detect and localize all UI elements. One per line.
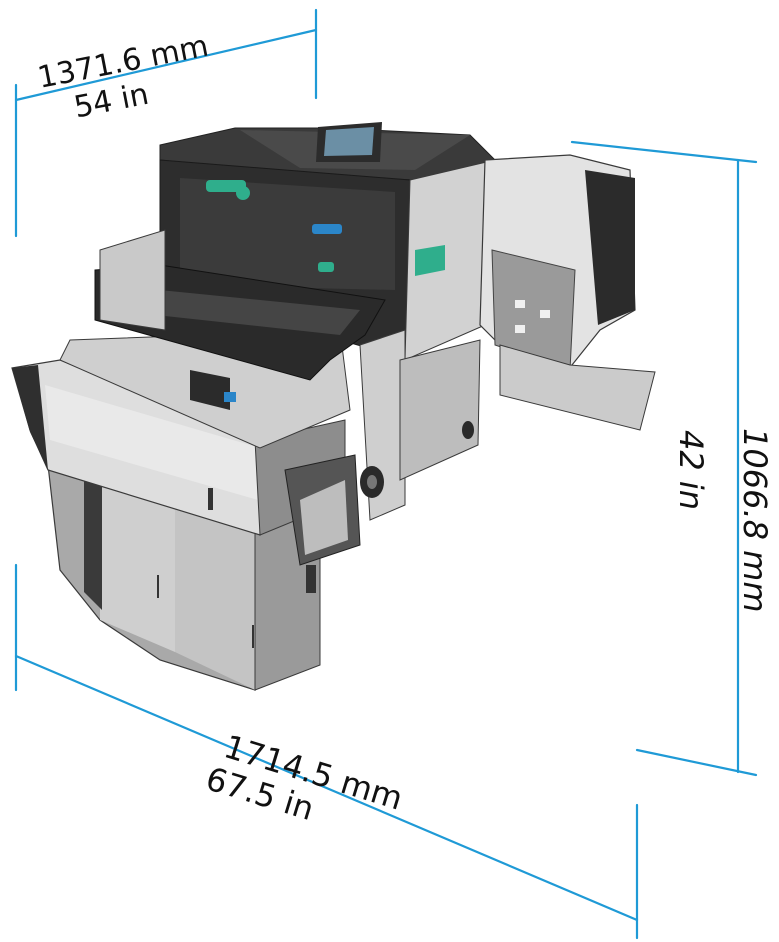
height-extension-top (570, 140, 758, 164)
dimension-lines (14, 8, 758, 940)
printer-illustration (11, 122, 656, 691)
height-metric-label: 1066.8 mm (736, 428, 774, 612)
open-tray (284, 454, 361, 566)
height-extension-bottom (635, 748, 758, 777)
height-labels: 1066.8 mm 42 in (672, 428, 774, 612)
printer-body (94, 122, 496, 521)
depth-dimension-line (14, 28, 318, 102)
depth-labels: 1371.6 mm 54 in (35, 28, 211, 125)
open-right-door (479, 154, 656, 431)
width-labels: 1714.5 mm 67.5 in (201, 727, 407, 828)
green-handle-icon (206, 180, 246, 192)
width-dimension-line (14, 654, 639, 922)
blue-handle-icon (312, 224, 342, 234)
height-imperial-label: 42 in (672, 430, 710, 510)
